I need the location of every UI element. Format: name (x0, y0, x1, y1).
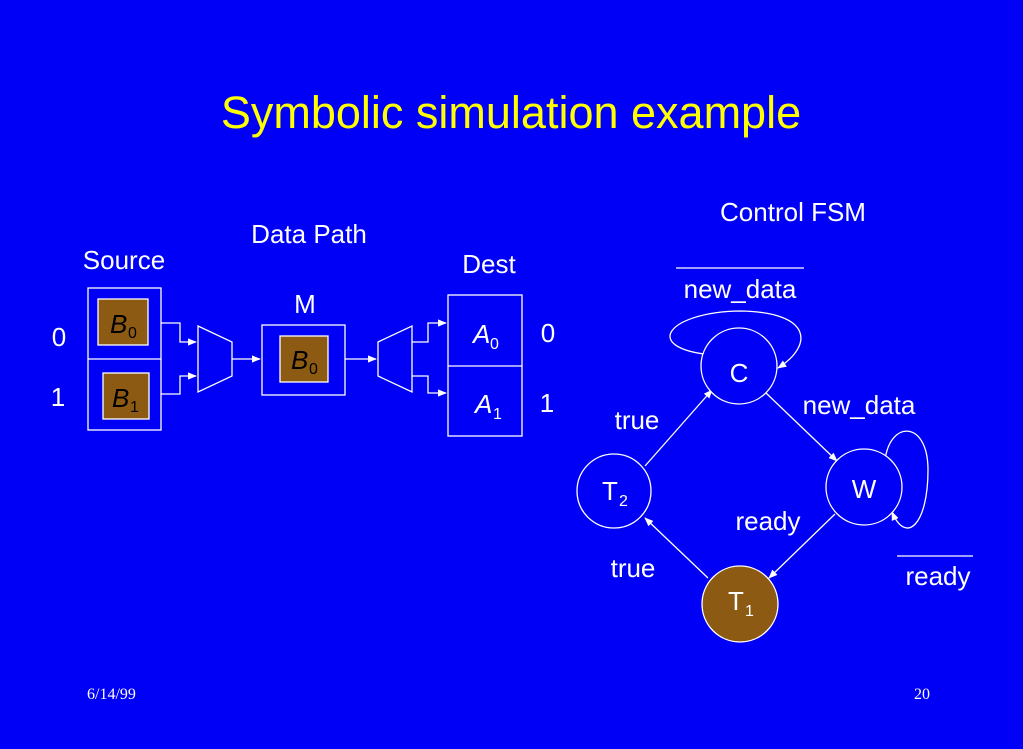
dest-cell-1-sub: 1 (493, 406, 502, 423)
t2-to-c-label: true (615, 405, 660, 435)
state-t1-circle (701, 565, 779, 643)
state-t1-sub: 1 (745, 603, 754, 620)
t1-to-t2-label: true (611, 553, 656, 583)
w-to-t1-label: ready (735, 506, 800, 536)
state-t1-label: T (728, 586, 744, 616)
source-cell-0-var: B (110, 309, 127, 339)
wire-demux-to-dest0 (412, 319, 447, 343)
state-c: C (700, 327, 778, 405)
source-cell-1-sub: 1 (130, 399, 139, 416)
dest-label: Dest (462, 249, 516, 279)
source-cell-0 (97, 298, 149, 346)
t1-to-t2-arrow (644, 517, 709, 579)
dest-index-0: 0 (541, 318, 555, 348)
t2-to-c-arrow (644, 389, 713, 467)
c-to-w-arrow (765, 392, 838, 462)
m-register-frame (261, 324, 346, 396)
state-w-circle (825, 448, 903, 526)
data-path-heading: Data Path (251, 219, 367, 249)
state-t2-circle (576, 453, 652, 529)
state-c-circle (700, 327, 778, 405)
state-w: W (825, 448, 903, 526)
state-t2-label: T (602, 476, 618, 506)
state-w-label: W (852, 474, 877, 504)
c-self-label: new_data (684, 274, 797, 304)
source-cell-1-var: B (112, 383, 129, 413)
source-cell-1 (102, 372, 150, 420)
dest-cell-0-var: A (471, 319, 490, 349)
wire-demux-to-dest1 (412, 375, 447, 397)
slide-title: Symbolic simulation example (221, 87, 801, 138)
dest-index-1: 1 (540, 388, 554, 418)
w-self-label: ready (905, 561, 970, 591)
fsm-heading: Control FSM (720, 197, 866, 227)
dest-memory: A 0 A 1 0 1 (447, 294, 555, 437)
state-t2: T 2 (576, 453, 652, 529)
dest-cell-0-sub: 0 (490, 336, 499, 353)
m-cell-var: B (291, 345, 308, 375)
source-cell-0-sub: 0 (128, 325, 137, 342)
w-to-t1-arrow (768, 513, 836, 579)
c-to-w-label: new_data (803, 390, 916, 420)
m-cell (279, 335, 329, 383)
dest-cell-1-var: A (473, 389, 492, 419)
source-index-0: 0 (52, 322, 66, 352)
source-index-1: 1 (51, 382, 65, 412)
state-t2-sub: 2 (619, 493, 628, 510)
m-register: B 0 (261, 324, 346, 396)
wire-src1-to-mux (161, 372, 197, 395)
wire-src0-to-mux (161, 322, 197, 346)
state-c-label: C (730, 358, 749, 388)
c-self-loop-arrow (669, 310, 802, 369)
m-cell-sub: 0 (309, 361, 318, 378)
state-t1: T 1 (701, 565, 779, 643)
demux-shape (377, 324, 413, 394)
w-self-loop-arrow (884, 430, 929, 529)
mux-shape (197, 324, 233, 394)
footer-page-number: 20 (914, 686, 930, 703)
footer-date: 6/14/99 (87, 686, 136, 703)
source-label: Source (83, 245, 165, 275)
source-memory: B 0 B 1 0 1 (51, 287, 162, 431)
m-label: M (294, 289, 316, 319)
